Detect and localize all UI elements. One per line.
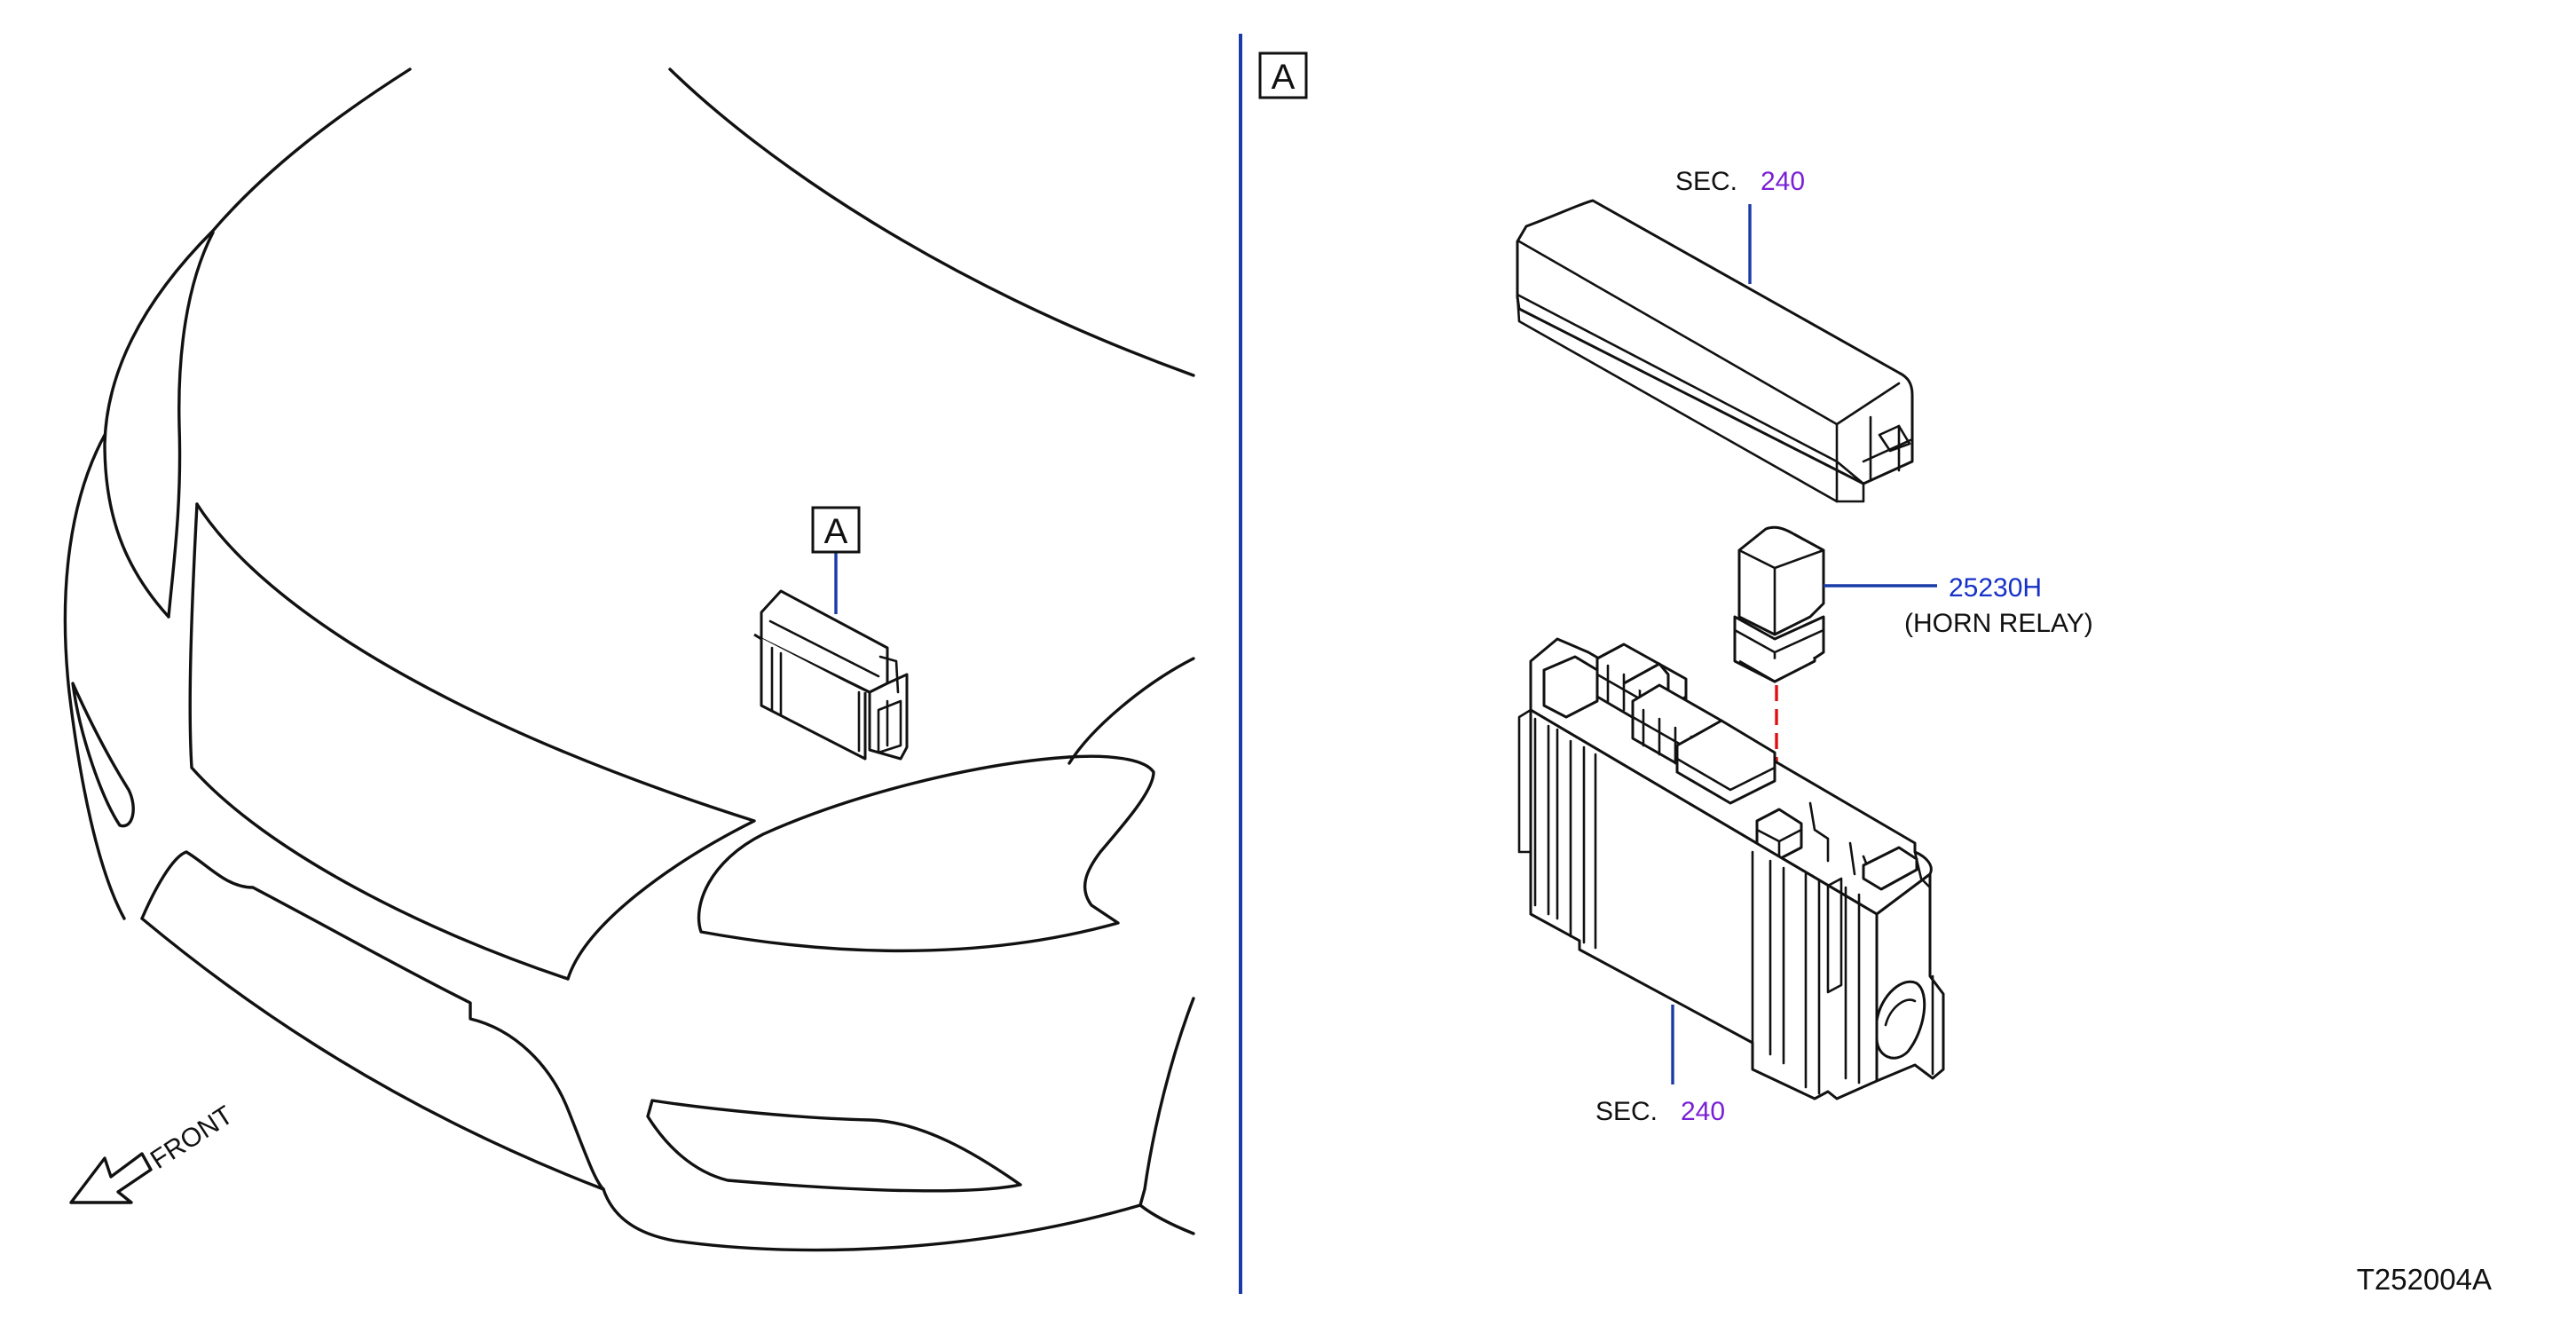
section-ref-bottom-number: 240 [1681, 1097, 1725, 1126]
horn-relay [1733, 525, 1825, 683]
fuse-box-location-marker [753, 589, 909, 761]
part-name-label: (HORN RELAY) [1904, 609, 2093, 638]
front-direction-label: FRONT [146, 1100, 239, 1175]
section-ref-top-number: 240 [1761, 167, 1805, 196]
section-ref-bottom-prefix: SEC. [1595, 1097, 1658, 1126]
part-number-label: 25230H [1949, 573, 2042, 603]
arrow-down-left-icon [69, 1152, 153, 1204]
callout-label-left: A [824, 512, 848, 551]
section-ref-top-prefix: SEC. [1675, 167, 1737, 196]
callout-box-right [1258, 51, 1308, 99]
callout-label-right: A [1272, 58, 1296, 97]
detail-view-a: A SEC. 240 25230H (HORN RELAY) [1258, 51, 2093, 1126]
fuse-box-cover [1516, 199, 1914, 503]
vehicle-front-illustration: A FRONT [63, 67, 1195, 1252]
figure-id: T252004A [2357, 1263, 2492, 1296]
fuse-box-body [1517, 637, 1945, 1100]
callout-box-left [811, 506, 861, 554]
